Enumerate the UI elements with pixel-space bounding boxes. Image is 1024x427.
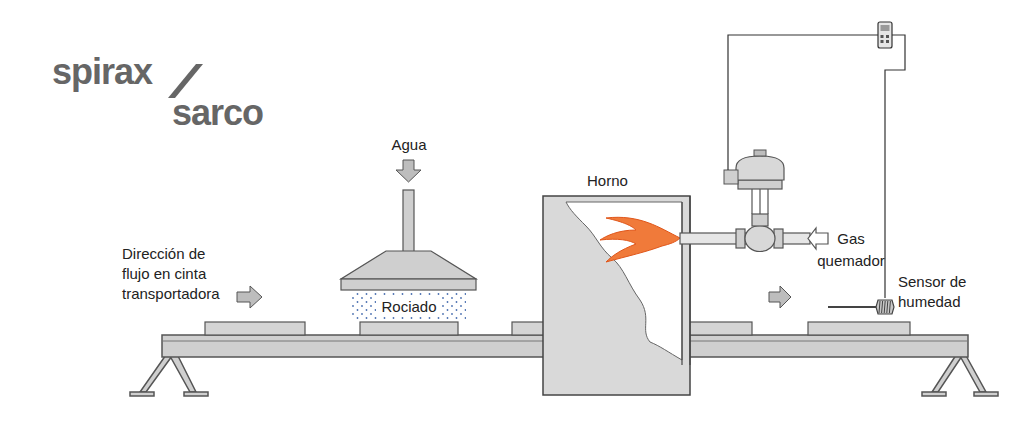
water-arrow <box>396 160 421 182</box>
thread-stroke <box>884 301 885 313</box>
process-label: Sensor de humedad <box>898 272 986 312</box>
oven-box: Horno <box>543 196 690 395</box>
valve-body <box>745 226 775 252</box>
process-label: Dirección de flujo en cinta transportado… <box>122 244 234 304</box>
water-spray <box>350 291 466 321</box>
oven-frame <box>689 196 690 365</box>
actuator-base <box>738 180 782 189</box>
gas-arrow <box>808 228 828 249</box>
humidity-sensor <box>876 300 894 314</box>
thread-stroke <box>879 301 880 313</box>
controller <box>878 22 892 48</box>
oven-label: Horno <box>587 172 628 190</box>
process-label: Gas quemador <box>815 228 887 272</box>
sensor-threads <box>879 301 890 313</box>
hood-rim <box>341 279 476 290</box>
flow-arrow <box>769 286 791 308</box>
signal-wire <box>728 35 878 170</box>
oven-frame <box>681 202 682 365</box>
water-pipe <box>403 190 414 252</box>
process-label: Rociado <box>376 297 442 317</box>
valve-bonnet <box>752 214 768 226</box>
flow-arrow <box>237 286 262 308</box>
process-label: Agua <box>385 135 433 155</box>
valve-yoke <box>752 188 768 214</box>
thread-stroke <box>882 301 883 313</box>
signal-wire <box>885 35 905 298</box>
actuator-cap <box>754 150 766 156</box>
oven-body <box>543 196 690 395</box>
thread-stroke <box>887 301 888 313</box>
logo-text: spirax <box>52 52 192 92</box>
thread-stroke <box>889 301 890 313</box>
sensor-probe <box>828 306 878 308</box>
valve-flange <box>736 229 745 248</box>
logo-text: sarco <box>172 93 302 133</box>
controller-keys <box>881 35 890 43</box>
positioner <box>724 170 738 184</box>
controller-display <box>881 25 890 31</box>
burner-flame <box>600 217 680 262</box>
valve-actuator <box>736 156 784 180</box>
oven-cutaway <box>566 202 682 360</box>
spray-hood <box>341 251 476 279</box>
